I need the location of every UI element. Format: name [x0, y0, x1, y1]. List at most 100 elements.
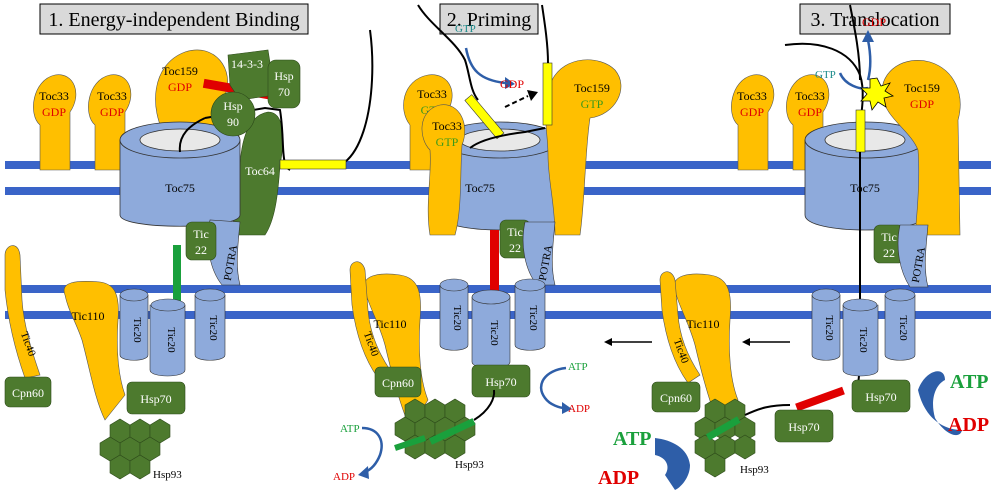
hsp70-stroma-b-p3: Hsp70 [851, 379, 911, 413]
svg-text:GDP: GDP [862, 15, 886, 29]
svg-text:Tic: Tic [881, 230, 897, 244]
tic110-p3: Tic110 [673, 273, 739, 429]
panel-3-title: 3. Translocation [799, 3, 951, 35]
transit-p2-stroma [394, 389, 496, 451]
svg-text:GTP: GTP [455, 23, 476, 35]
svg-text:Cpn60: Cpn60 [382, 376, 414, 390]
hsp93-p1 [99, 418, 171, 480]
svg-text:Cpn60: Cpn60 [12, 386, 44, 400]
svg-text:ATP: ATP [340, 423, 360, 435]
svg-text:GDP: GDP [910, 97, 934, 111]
svg-text:Hsp70: Hsp70 [140, 392, 171, 406]
toc159-p3: Toc159 GDP [881, 60, 961, 236]
atp-cycle-hsp70-p3: ATP ADP [918, 371, 989, 436]
svg-text:Toc75: Toc75 [165, 181, 195, 195]
atp-cycle-hsp93-p3: ATP ADP [598, 428, 690, 490]
cpn60-p3: Cpn60 [651, 381, 701, 413]
svg-text:Hsp: Hsp [223, 99, 242, 113]
cpn60-p1: Cpn60 [4, 376, 52, 408]
svg-text:GDP: GDP [798, 105, 822, 119]
tic22-p2: Tic 22 [499, 219, 531, 259]
toc33-left-p1: Toc33 GDP [33, 74, 77, 171]
svg-text:Tic20: Tic20 [823, 315, 835, 341]
svg-text:ADP: ADP [568, 403, 590, 415]
svg-text:3. Translocation: 3. Translocation [811, 9, 940, 31]
svg-text:Hsp70: Hsp70 [485, 375, 516, 389]
svg-text:Toc33: Toc33 [97, 89, 127, 103]
svg-text:90: 90 [227, 115, 239, 129]
toc33-front-p2: Toc33 GTP [421, 104, 466, 236]
lateral-arrow-left [604, 338, 652, 346]
svg-text:Tic20: Tic20 [527, 305, 539, 331]
tic20-cluster-p3: Tic20 Tic20 Tic20 [811, 288, 916, 377]
p14-3-3-p1: 14-3-3 [227, 49, 276, 101]
toc64-p1: Toc64 [233, 111, 284, 236]
svg-text:Hsp70: Hsp70 [865, 390, 896, 404]
svg-text:Tic110: Tic110 [373, 317, 406, 331]
hsp70-stroma-p2: Hsp70 [471, 364, 531, 398]
svg-text:Toc64: Toc64 [245, 164, 275, 178]
svg-text:Toc33: Toc33 [795, 89, 825, 103]
tic22-p3: Tic 22 [873, 224, 905, 264]
hsp70-cyto-p1: Hsp 70 [267, 59, 301, 109]
svg-text:22: 22 [883, 246, 895, 260]
atp-cycle-hsp93-p2: ATP ADP [333, 423, 383, 483]
svg-text:Tic20: Tic20 [857, 327, 869, 353]
svg-text:2. Priming: 2. Priming [447, 9, 531, 31]
svg-text:GTP: GTP [436, 135, 459, 149]
hsp93-p3 [694, 398, 756, 478]
transit-p3-stroma [705, 386, 845, 441]
svg-text:Tic110: Tic110 [71, 309, 104, 323]
lateral-arrow-right [742, 338, 790, 346]
svg-text:GDP: GDP [740, 105, 764, 119]
panel-1-title: 1. Energy-independent Binding [39, 3, 309, 35]
svg-text:Tic: Tic [507, 225, 523, 239]
svg-text:Toc33: Toc33 [39, 89, 69, 103]
tic22-p1: Tic 22 [185, 221, 217, 261]
svg-text:Toc75: Toc75 [465, 181, 495, 195]
transit-green-p1 [173, 245, 181, 305]
svg-text:GDP: GDP [42, 105, 66, 119]
svg-text:ATP: ATP [950, 371, 989, 393]
svg-text:Toc33: Toc33 [417, 87, 447, 101]
hsp93-label-p2: Hsp93 [455, 459, 484, 471]
svg-text:Tic110: Tic110 [686, 317, 719, 331]
tic20-cluster-p1: Tic20 Tic20 Tic20 [119, 288, 226, 377]
svg-text:Toc33: Toc33 [737, 89, 767, 103]
toc159-p2: Toc159 GTP [545, 59, 622, 236]
svg-text:Hsp70: Hsp70 [788, 420, 819, 434]
svg-text:22: 22 [509, 241, 521, 255]
hsp70-stroma-a-p3: Hsp70 [774, 409, 834, 443]
svg-text:ADP: ADP [598, 467, 639, 489]
gtp-hydrolysis-p3: GTP GDP [815, 15, 895, 111]
tic20-cluster-p2: Tic20 Tic20 Tic20 [439, 278, 546, 369]
svg-text:Toc159: Toc159 [904, 81, 940, 95]
svg-text:Toc159: Toc159 [162, 64, 198, 78]
svg-text:Tic20: Tic20 [165, 327, 177, 353]
svg-text:GDP: GDP [168, 80, 192, 94]
precursor-chain-p2 [417, 4, 553, 360]
svg-text:Tic20: Tic20 [131, 317, 143, 343]
toc75-channel-p3: Toc75 [804, 121, 926, 231]
svg-text:GDP: GDP [100, 105, 124, 119]
atp-cycle-hsp70-p2: ATP ADP [539, 361, 590, 415]
tic110-p1: Tic110 [63, 281, 126, 421]
cpn60-p2: Cpn60 [374, 366, 422, 398]
panel-2-title: 2. Priming [439, 3, 539, 35]
svg-text:Tic20: Tic20 [897, 315, 909, 341]
svg-text:GTP: GTP [581, 97, 604, 111]
svg-text:ADP: ADP [333, 471, 355, 483]
svg-text:Tic20: Tic20 [207, 315, 219, 341]
hsp93-label-p3: Hsp93 [740, 464, 769, 476]
svg-text:Tic20: Tic20 [488, 320, 500, 346]
svg-text:Tic20: Tic20 [451, 305, 463, 331]
svg-text:Cpn60: Cpn60 [660, 391, 692, 405]
svg-text:ATP: ATP [568, 361, 588, 373]
svg-text:22: 22 [195, 243, 207, 257]
svg-text:70: 70 [278, 85, 290, 99]
svg-text:Tic: Tic [193, 227, 209, 241]
svg-text:Toc75: Toc75 [850, 181, 880, 195]
toc75-channel-p1: Toc75 [119, 121, 241, 227]
svg-text:Toc33: Toc33 [432, 119, 462, 133]
